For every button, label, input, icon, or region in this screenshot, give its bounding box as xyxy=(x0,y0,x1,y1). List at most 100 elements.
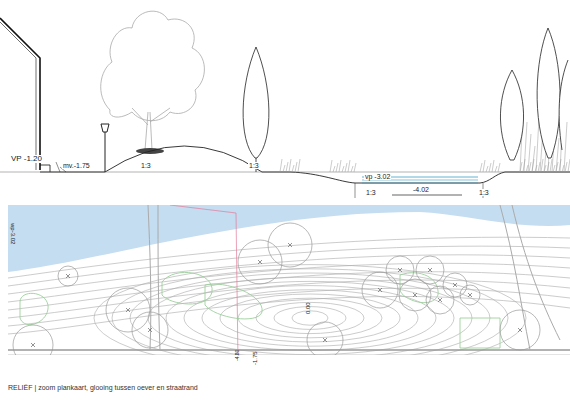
reed-stroke xyxy=(541,159,543,172)
reed-stroke xyxy=(348,160,350,172)
contour-lines xyxy=(8,237,570,355)
level-label: -4.02 xyxy=(412,186,430,193)
tree-marker xyxy=(438,298,442,302)
tree-marker xyxy=(148,328,152,332)
contour-line xyxy=(8,296,570,334)
tree-marker xyxy=(398,268,402,272)
tree-crown xyxy=(58,266,78,286)
reed-stroke xyxy=(562,165,564,172)
contour-line xyxy=(8,288,570,326)
tree-crown xyxy=(500,310,540,350)
slope-ratio: 1:3 xyxy=(365,189,377,196)
tree-marker xyxy=(413,293,417,297)
reed-stroke xyxy=(495,166,497,172)
reed-stroke xyxy=(480,163,482,172)
reed-stroke xyxy=(538,162,540,172)
water-section xyxy=(355,177,483,198)
reed-stroke xyxy=(289,159,291,172)
tree-marker xyxy=(31,343,35,347)
level-label: 0.00 xyxy=(305,301,311,315)
reed-stroke xyxy=(339,160,341,172)
tree-crown xyxy=(238,240,282,284)
street-edge xyxy=(8,355,570,356)
tree-crown xyxy=(443,273,467,297)
reed-stroke xyxy=(333,166,335,172)
reed-vegetation xyxy=(280,110,570,172)
reed-stroke xyxy=(556,138,559,172)
reed-stroke xyxy=(536,118,539,172)
ground-profile xyxy=(0,146,570,183)
tree-marker xyxy=(518,328,522,332)
reed-stroke xyxy=(298,159,300,172)
contour-line xyxy=(8,246,570,286)
contour-line xyxy=(220,294,400,342)
reed-stroke xyxy=(483,160,485,172)
lamp-post xyxy=(101,124,109,172)
contour-line xyxy=(238,298,382,338)
caption: RELIËF | zoom plankaart, glooing tussen … xyxy=(8,384,198,391)
reed-stroke xyxy=(336,163,338,172)
street-edge xyxy=(8,349,570,351)
reed-stroke xyxy=(565,162,567,172)
reed-stroke xyxy=(292,165,294,172)
water-body xyxy=(8,205,570,272)
tree-marker xyxy=(378,288,382,292)
level-label: mv.-1.75 xyxy=(62,162,91,169)
contour-line xyxy=(148,277,472,355)
reed-stroke xyxy=(553,165,555,172)
contour-line xyxy=(8,272,570,310)
reed-stroke xyxy=(286,162,288,172)
tree-crown xyxy=(268,223,312,267)
tree-marker xyxy=(428,268,432,272)
house xyxy=(0,18,50,172)
reed-stroke xyxy=(550,159,552,172)
reed-stroke xyxy=(280,159,282,172)
tree-crown xyxy=(460,285,480,305)
tree-crown xyxy=(106,288,150,332)
slope-ratio: 1:3 xyxy=(248,162,260,169)
reed-stroke xyxy=(345,163,347,172)
reed-stroke xyxy=(342,166,344,172)
tree-marker xyxy=(453,283,457,287)
reed-stroke xyxy=(532,146,535,172)
tree-marker xyxy=(468,293,472,297)
reed-stroke xyxy=(498,163,500,172)
poplar-trees xyxy=(500,28,568,160)
reed-stroke xyxy=(492,160,494,172)
tree-marker xyxy=(323,338,327,342)
reed-stroke xyxy=(564,122,567,172)
reed-stroke xyxy=(486,166,488,172)
level-label: wp-3.02 xyxy=(10,222,16,245)
contour-line xyxy=(112,269,508,355)
contour-line xyxy=(8,255,570,294)
level-label: -1.75 xyxy=(252,350,258,366)
tree-crown xyxy=(307,322,343,355)
level-label: VP -1.20 xyxy=(10,155,43,163)
slope-ratio: 1:3 xyxy=(478,189,490,196)
reed-stroke xyxy=(354,163,356,172)
deciduous-tree xyxy=(101,11,205,150)
tree-marker xyxy=(126,308,130,312)
reed-stroke xyxy=(568,159,570,172)
level-label: vp -3.02 xyxy=(364,173,391,180)
contour-line xyxy=(8,237,570,278)
reed-stroke xyxy=(489,163,491,172)
section-line xyxy=(170,205,238,355)
reed-stroke xyxy=(529,162,531,172)
tree-marker xyxy=(288,243,292,247)
tree-crown xyxy=(416,256,444,284)
level-label: -4.80 xyxy=(235,349,240,362)
slope-ratio: 1:3 xyxy=(140,162,152,169)
tree-marker xyxy=(66,274,70,278)
tree-crown xyxy=(132,312,168,348)
cypress-tree xyxy=(243,47,269,172)
path xyxy=(148,205,160,350)
tree-crown xyxy=(426,286,454,314)
contour-line xyxy=(8,263,570,302)
reed-stroke xyxy=(295,162,297,172)
reed-stroke xyxy=(524,122,527,172)
reed-stroke xyxy=(283,165,285,172)
tree-marker xyxy=(258,260,262,264)
tree-crown xyxy=(13,325,53,355)
